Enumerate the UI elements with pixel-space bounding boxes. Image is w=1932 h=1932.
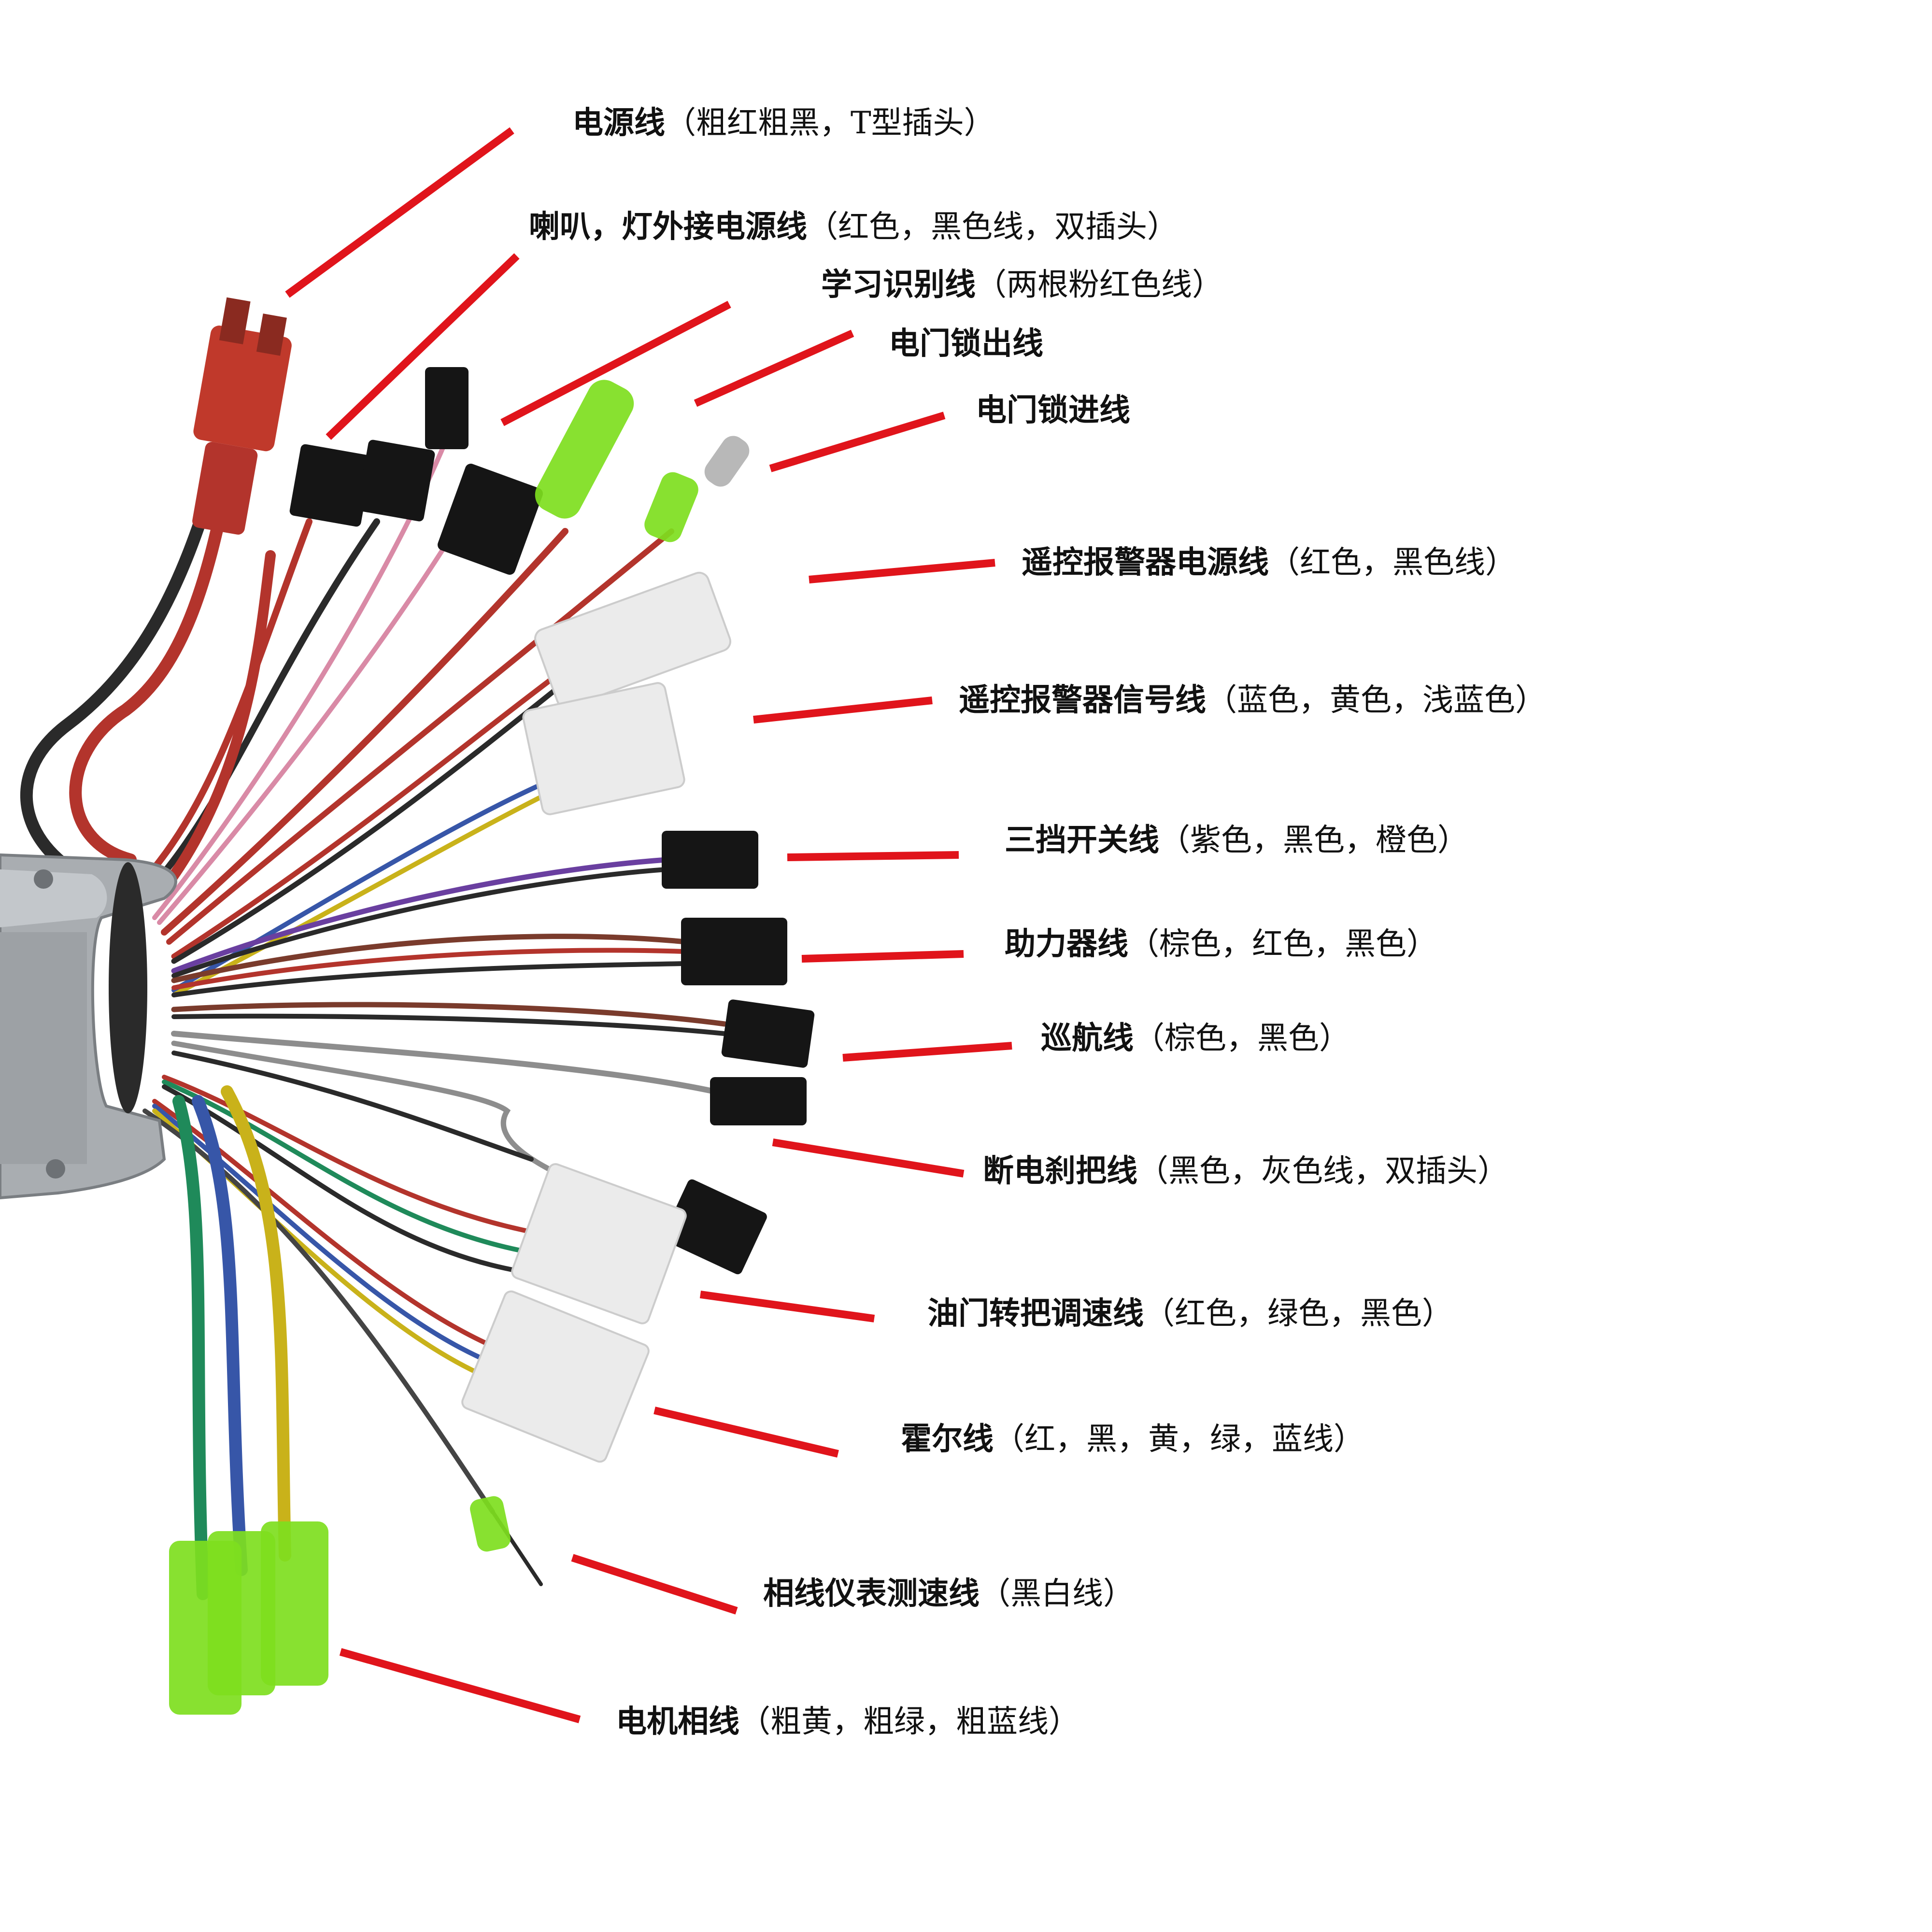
controller-body [0, 853, 177, 1200]
leader-line [842, 1042, 1012, 1062]
label-cruise: 巡航线（棕色，黑色） [1041, 1019, 1350, 1058]
label-detail: （蓝色，黄色，浅蓝色） [1206, 682, 1546, 718]
label-three-speed-switch: 三挡开关线（紫色，黑色，橙色） [1005, 821, 1468, 860]
label-detail: （黑白线） [980, 1576, 1134, 1612]
phase-wire-yellow [221, 1085, 291, 1562]
label-motor-phase: 电机相线（粗黄，粗绿，粗蓝线） [616, 1703, 1080, 1741]
leader-line [339, 1648, 581, 1723]
leader-line [694, 329, 854, 407]
connectors [169, 297, 815, 1715]
label-detail: （棕色，红色，黑色） [1128, 926, 1437, 962]
label-name: 电门锁出线 [889, 326, 1043, 362]
label-detail: （粗黄，粗绿，粗蓝线） [739, 1704, 1080, 1740]
label-detail: （紫色，黑色，橙色） [1159, 823, 1468, 858]
label-name: 相线仪表测速线 [763, 1576, 980, 1612]
leader-lines [285, 127, 1012, 1723]
label-name: 遥控报警器信号线 [959, 682, 1206, 718]
label-learn-wire: 学习识别线（两根粉红色线） [821, 266, 1223, 304]
label-name: 电源线 [572, 105, 665, 141]
label-assist-sensor: 助力器线（棕色，红色，黑色） [1005, 925, 1437, 964]
label-brake-cutoff: 断电刹把线（黑色，灰色线，双插头） [983, 1152, 1508, 1191]
label-name: 电机相线 [616, 1704, 739, 1740]
leader-line [571, 1554, 738, 1615]
leader-line [809, 559, 995, 583]
label-detail: （红，黑，黄，绿，蓝线） [994, 1421, 1364, 1457]
label-detail: （棕色，黑色） [1134, 1021, 1350, 1056]
label-detail: （红色，黑色线，双插头） [807, 209, 1178, 245]
label-detail: （红色，黑色线） [1269, 545, 1516, 581]
power-wire-black [20, 477, 219, 900]
label-name: 三挡开关线 [1005, 823, 1159, 858]
label-name: 电门锁进线 [976, 393, 1130, 428]
label-name: 霍尔线 [901, 1421, 994, 1457]
leader-line [699, 1291, 875, 1322]
label-detail: （红色，绿色，黑色） [1144, 1296, 1453, 1332]
label-detail: （黑色，灰色线，双插头） [1137, 1153, 1508, 1189]
leader-line [801, 950, 964, 963]
label-name: 喇叭，灯外接电源线 [529, 209, 807, 245]
leader-line [500, 300, 731, 426]
label-power-wire: 电源线（粗红粗黑，T型插头） [572, 104, 995, 142]
label-name: 油门转把调速线 [927, 1296, 1144, 1332]
wire-bundle [20, 442, 727, 1600]
leader-line [787, 851, 959, 861]
label-name: 助力器线 [1005, 926, 1128, 962]
label-throttle: 油门转把调速线（红色，绿色，黑色） [927, 1294, 1453, 1333]
power-wire-red [69, 477, 233, 866]
label-key-lock-in: 电门锁进线 [976, 391, 1130, 430]
leader-line [285, 127, 514, 298]
t-plug [192, 297, 292, 535]
leader-line [326, 253, 520, 440]
label-name: 遥控报警器电源线 [1022, 545, 1269, 581]
label-name: 断电刹把线 [983, 1153, 1137, 1189]
phase-wire-blue [192, 1095, 248, 1576]
leader-line [772, 1138, 965, 1178]
label-key-lock-out: 电门锁出线 [889, 325, 1043, 363]
label-name: 学习识别线 [821, 267, 976, 303]
label-detail: （两根粉红色线） [976, 267, 1223, 303]
label-speed-meter: 相线仪表测速线（黑白线） [763, 1575, 1134, 1613]
label-alarm-power: 遥控报警器电源线（红色，黑色线） [1022, 543, 1516, 582]
label-detail: （粗红粗黑，T型插头） [665, 105, 995, 141]
label-alarm-signal: 遥控报警器信号线（蓝色，黄色，浅蓝色） [959, 681, 1546, 720]
leader-line [653, 1406, 839, 1458]
label-name: 巡航线 [1041, 1021, 1134, 1056]
leader-line [769, 412, 946, 472]
phase-wire-green [172, 1095, 209, 1600]
label-hall-sensor: 霍尔线（红，黑，黄，绿，蓝线） [901, 1420, 1364, 1459]
label-horn-lamp-power: 喇叭，灯外接电源线（红色，黑色线，双插头） [529, 208, 1178, 246]
leader-line [753, 696, 933, 724]
